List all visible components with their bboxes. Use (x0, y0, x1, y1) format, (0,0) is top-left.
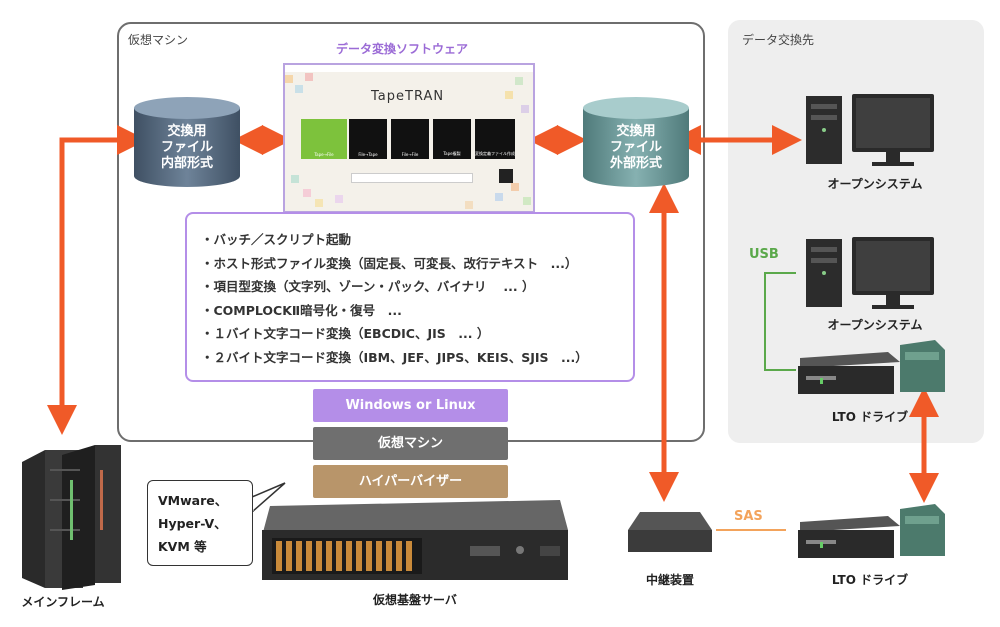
os-bar: Windows or Linux (313, 389, 508, 422)
tile-4-label: Tape複製 (443, 151, 461, 156)
arrow-mainframe-internal (47, 125, 147, 435)
open-system-2-icon (806, 237, 934, 309)
mainframe-icon (22, 445, 121, 590)
vm-frame-title: 仮想マシン (128, 33, 189, 47)
vm-bar: 仮想マシン (313, 427, 508, 460)
server-label: 仮想基盤サーバ (373, 593, 457, 607)
hypervisor-bar: ハイパーバイザー (313, 465, 508, 498)
tile-tape-to-file[interactable]: Tape→File (301, 119, 347, 159)
lto-drive-2-icon (798, 504, 945, 558)
internal-label-line-1: 交換用 (167, 124, 207, 139)
tapetran-screenshot: TapeTRAN Tape→File File→Tape File→File T… (283, 63, 535, 213)
internal-label-line-3: 内部形式 (160, 156, 213, 171)
external-label-line-2: ファイル (609, 140, 662, 155)
tile-file-to-file[interactable]: File→File (391, 119, 429, 159)
relay-device-icon (628, 512, 712, 552)
feature-item: ・COMPLOCKⅡ暗号化・復号 ... (201, 302, 402, 318)
feature-item: ・ホスト形式ファイル変換（固定長、可変長、改行テキスト ...） (201, 255, 578, 271)
lto-drive-1-label: LTO ドライブ (831, 410, 909, 424)
open-system-1-label: オープンシステム (827, 177, 923, 191)
open-system-2-label: オープンシステム (827, 318, 923, 332)
open-system-1-icon (806, 94, 934, 166)
feature-item: ・１バイト文字コード変換（EBCDIC、JIS ... ） (201, 326, 490, 341)
lto-drive-1-icon (798, 340, 945, 394)
tile-2-label: File→Tape (358, 152, 378, 157)
mainframe-label: メインフレーム (21, 595, 105, 609)
feature-item: ・２バイト文字コード変換（IBM、JEF、JIPS、KEIS、SJIS ...） (201, 349, 588, 365)
external-label-line-3: 外部形式 (609, 156, 662, 171)
bubble-line-1: VMware、 (158, 493, 228, 508)
usb-label: USB (749, 247, 779, 262)
feature-item: ・バッチ／スクリプト起動 (201, 232, 352, 247)
features-box: ・バッチ／スクリプト起動 ・ホスト形式ファイル変換（固定長、可変長、改行テキスト… (185, 212, 635, 382)
tile-definition-file[interactable]: 変換定義ファイル作成 (475, 119, 515, 159)
tile-tape-duplicate[interactable]: Tape複製 (433, 119, 471, 159)
feature-item: ・項目型変換（文字列、ゾーン・パック、バイナリ ... ） (201, 279, 535, 294)
bubble-line-3: KVM 等 (158, 539, 207, 554)
sub-toolbar (351, 173, 473, 183)
external-format-label: 交換用 ファイル 外部形式 (583, 124, 689, 172)
internal-format-label: 交換用 ファイル 内部形式 (134, 124, 240, 172)
app-name: TapeTRAN (371, 89, 445, 104)
sas-label: SAS (734, 509, 763, 524)
dest-panel-title: データ交換先 (742, 33, 815, 47)
bubble-line-2: Hyper-V、 (158, 516, 227, 531)
tile-1-label: Tape→File (314, 152, 334, 157)
virtualization-server-icon (262, 500, 568, 580)
software-title: データ変換ソフトウェア (336, 42, 469, 56)
external-label-line-1: 交換用 (616, 124, 656, 139)
internal-format-database-icon (134, 97, 240, 187)
hypervisor-examples-bubble: VMware、 Hyper-V、 KVM 等 (147, 480, 253, 566)
lto-drive-2-label: LTO ドライブ (831, 573, 909, 587)
external-format-database-icon (583, 97, 689, 187)
internal-label-line-2: ファイル (160, 140, 213, 155)
tile-5-label: 変換定義ファイル作成 (475, 151, 515, 156)
tile-3-label: File→File (401, 152, 419, 157)
relay-label: 中継装置 (645, 573, 694, 587)
tile-file-to-tape[interactable]: File→Tape (349, 119, 387, 159)
usb-connector-line (764, 272, 796, 371)
exit-tile[interactable] (499, 169, 513, 183)
